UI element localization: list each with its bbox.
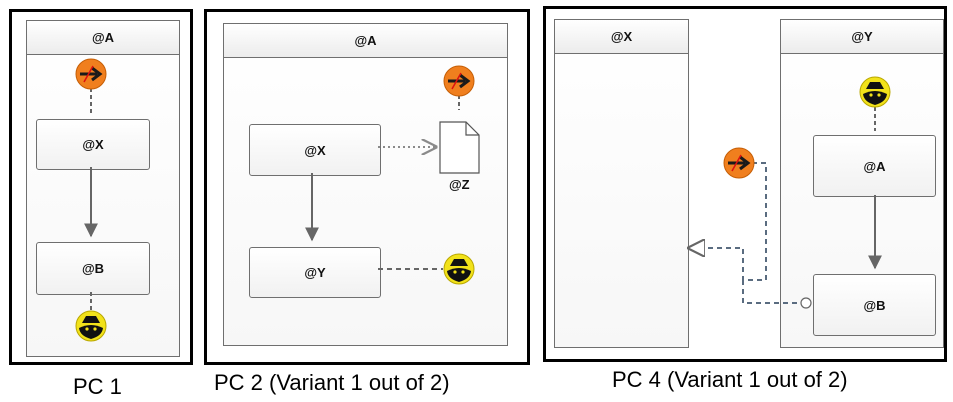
start-event-icon (722, 146, 756, 180)
caption-pc1: PC 1 (73, 374, 122, 399)
end-event-icon (443, 253, 475, 285)
panel-pc4: @X @Y @A @B (543, 6, 947, 362)
activity-x[interactable]: @X (249, 124, 381, 176)
caption-pc4: PC 4 (Variant 1 out of 2) (612, 367, 848, 392)
start-event-icon (442, 64, 476, 98)
document-label: @Z (449, 177, 470, 192)
end-event-icon (859, 76, 891, 108)
lane-x[interactable]: @X (554, 19, 689, 348)
activity-x[interactable]: @X (36, 119, 150, 170)
start-event-icon (74, 57, 108, 91)
document-shape (439, 121, 480, 174)
activity-y[interactable]: @Y (249, 247, 381, 298)
lane-title: @Y (781, 20, 943, 54)
lane-title: @A (27, 21, 179, 55)
lane-title: @X (555, 20, 688, 54)
message-flow (689, 162, 767, 281)
end-event-icon (75, 310, 107, 342)
lane-title: @A (224, 24, 507, 58)
activity-b[interactable]: @B (36, 242, 150, 295)
activity-a[interactable]: @A (813, 135, 936, 197)
activity-b[interactable]: @B (813, 274, 936, 336)
message-flow (742, 280, 806, 304)
caption-pc2: PC 2 (Variant 1 out of 2) (214, 370, 450, 395)
